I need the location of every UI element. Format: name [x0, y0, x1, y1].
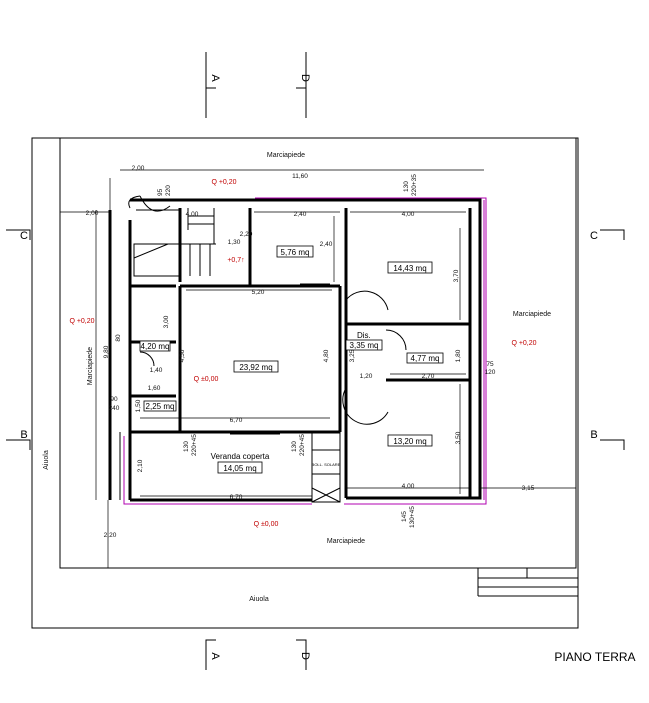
room-420-area: 4,20 mq [141, 342, 170, 351]
section-c-left: C [20, 230, 28, 242]
dim-label: 2,00 [86, 210, 99, 217]
aiuola-bottom-label: Aiuola [249, 596, 269, 603]
dim-label: 220+45 [191, 434, 198, 456]
dim-label: 95 [157, 188, 164, 196]
section-c-right: C [590, 230, 598, 242]
dim-label: 4,50 [179, 349, 186, 362]
elevation-center: Q ±0,00 [194, 376, 219, 383]
dim-label: 6,70 [230, 417, 243, 424]
dim-label: 130 [403, 181, 410, 192]
dim-label: 130 [183, 441, 190, 452]
elevation-top: Q +0,20 [211, 179, 236, 186]
marciapiede-left-label: Marciapiede [87, 347, 94, 385]
dim-label: 5,20 [252, 289, 265, 296]
veranda-name: Veranda coperta [211, 452, 270, 461]
dim-label: 130 [291, 441, 298, 452]
section-a-bottom: A [209, 652, 221, 660]
dim-label: 3,00 [163, 315, 170, 328]
dim-label: 1,80 [455, 349, 462, 362]
section-d-top: D [299, 74, 311, 82]
section-d-bottom: D [299, 652, 311, 660]
dim-label: 4,00 [402, 211, 415, 218]
dim-label: 4,80 [323, 349, 330, 362]
dim-label: 3,50 [455, 431, 462, 444]
room-dis-area: 3,35 mq [350, 341, 379, 350]
aiuola-left-label: Aiuola [43, 450, 50, 470]
drawing-title: PIANO TERRA [554, 650, 635, 664]
dim-label: 9,80 [103, 345, 110, 358]
section-a-top: A [209, 74, 221, 82]
room-477-area: 4,77 mq [411, 354, 440, 363]
elevation-left: Q +0,20 [69, 318, 94, 325]
dim-label: 2,70 [422, 373, 435, 380]
dim-label: 145 [401, 511, 408, 522]
dim-label: 2,00 [132, 165, 145, 172]
wall-north-east [130, 198, 482, 500]
dim-label: 1,60 [148, 385, 161, 392]
dim-label: 220 [165, 185, 172, 196]
room-1443-area: 14,43 mq [393, 264, 426, 273]
room-soggiorno-area: 23,92 mq [239, 363, 272, 372]
dim-label: 130+45 [409, 506, 416, 528]
dim-label: 90 [110, 396, 118, 403]
dim-label: 1,40 [150, 367, 163, 374]
dim-label: 11,60 [292, 173, 308, 180]
dim-label: 6,70 [230, 494, 243, 501]
dim-label: 120 [485, 369, 496, 376]
dim-label: 2,40 [294, 211, 307, 218]
dim-label: 4,00 [186, 211, 199, 218]
dim-label: 3,15 [522, 485, 535, 492]
elevation-bottom: Q ±0,00 [254, 521, 279, 528]
dim-label: 220+35 [411, 174, 418, 196]
dim-label: 2,10 [137, 459, 144, 472]
dim-label: 2,20 [240, 231, 253, 238]
boiler-label: BOLL. SOLARE [312, 462, 341, 467]
dim-label: 80 [115, 334, 122, 342]
dim-label: 220+45 [299, 434, 306, 456]
elevation-stair: +0,7↑ [227, 257, 244, 264]
room-576-area: 5,76 mq [281, 248, 310, 257]
section-b-left: B [20, 429, 27, 441]
room-1320-area: 13,20 mq [393, 437, 426, 446]
dim-label: 4,00 [402, 483, 415, 490]
section-b-right: B [590, 429, 597, 441]
room-225-area: 2,25 mq [146, 402, 175, 411]
veranda-area: 14,05 mq [223, 464, 256, 473]
dim-label: 75 [486, 361, 494, 368]
dim-label: 1,20 [360, 373, 373, 380]
dim-label: 1,30 [228, 239, 241, 246]
dim-label: 2,40 [320, 241, 333, 248]
room-dis-label: Dis. [357, 331, 371, 340]
marciapiede-bottom-label: Marciapiede [327, 538, 365, 545]
marciapiede-border [59, 137, 577, 569]
elevation-right: Q +0,20 [511, 340, 536, 347]
dim-label: 3,25 [349, 349, 356, 362]
dim-label: 1,50 [135, 399, 142, 412]
dim-label: 240 [109, 405, 120, 412]
marciapiede-right-label: Marciapiede [513, 311, 551, 318]
marciapiede-top-label: Marciapiede [267, 152, 305, 159]
dim-label: 2,20 [104, 532, 117, 539]
dim-label: 3,70 [453, 269, 460, 282]
